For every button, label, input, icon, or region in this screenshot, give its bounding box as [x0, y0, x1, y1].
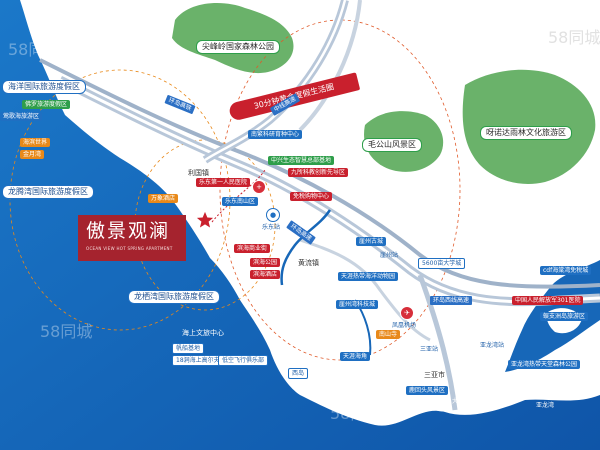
label-nanfan: 南繁科研育种中心 [248, 130, 303, 139]
label-low-flight: 低空飞行俱乐部 [218, 355, 269, 366]
label-sea-golf: 18洞海上高尔夫 [172, 355, 224, 366]
label-jinyuewan: 金月湾 [20, 150, 45, 159]
label-bay-haiyang: 海洋国际旅游度假区 [2, 80, 86, 94]
watermark: 58同城 [8, 40, 61, 59]
label-zhongxing: 中兴生态智慧总部基地 [268, 156, 335, 165]
label-west-hwy: 环岛西线高速 [430, 296, 473, 305]
label-coast-hotel: 滨海酒店 [250, 270, 281, 279]
label-bay-longteng: 龙腾湾国际旅游度假区 [2, 185, 94, 199]
forest-jianfengling [172, 3, 294, 74]
label-coast-park: 滨海公园 [250, 258, 281, 267]
label-yalongwan: 亚龙湾 [536, 402, 555, 409]
label-ledong-hospital: 乐东第一人民医院 [196, 178, 251, 187]
label-liguo: 利国镇 [188, 169, 209, 177]
label-yalongwan-forest: 亚龙湾热带天堂森林公园 [508, 360, 581, 369]
label-foluo: 佛罗旅游度假区 [22, 100, 71, 109]
label-tianyahaijiao: 天涯海角 [340, 352, 371, 361]
label-sanya-city: 三亚市 [424, 371, 445, 379]
brand-name: 傲景观澜 [86, 220, 171, 242]
label-luhuitou: 鹿回头风景区 [406, 386, 449, 395]
label-sailing-base: 帆船基地 [172, 343, 205, 354]
label-fenghuang-airport: 凤凰机场 [392, 322, 417, 329]
star-icon [196, 211, 214, 228]
label-yinggehai: 莺歌海旅游区 [0, 112, 43, 121]
label-ledong-nanshan: 乐东南山区 [222, 197, 259, 206]
label-maogongshan: 毛公山风景区 [362, 138, 422, 152]
label-301-hospital: 中国人民解放军301医院 [512, 296, 584, 305]
label-haibin-world: 海滨世界 [20, 138, 51, 147]
label-jiusuo: 九所科教创新先导区 [288, 168, 349, 177]
label-ledong-station: 乐东站 [262, 224, 281, 231]
label-jianfengling: 尖峰岭国家森林公园 [196, 40, 280, 54]
label-cdf-haitang: cdf海棠湾免税城 [540, 266, 592, 275]
location-pin-icon: ● [266, 208, 280, 222]
label-dutyfree: 免税购物中心 [290, 192, 333, 201]
watermark: 58同城 [548, 28, 600, 47]
label-xidao: 西岛 [288, 368, 309, 379]
label-wanxiang-hotel: 万象酒店 [148, 194, 179, 203]
label-university-city: 5600亩大学城 [418, 258, 466, 269]
label-sanya-station: 三亚站 [420, 346, 439, 353]
watermark: 58同城 [40, 322, 93, 341]
label-huangliu: 黄流镇 [298, 259, 319, 267]
label-tianya-zoo: 天涯热带海洋动物园 [338, 272, 399, 281]
label-bay-longqi: 龙栖湾国际旅游度假区 [128, 290, 220, 304]
brand-label: 傲景观澜 OCEAN VIEW HOT SPRING APARTMENT [78, 215, 186, 261]
label-yazhou-ancient: 崖州古城 [356, 237, 387, 246]
label-sea-culture-center: 海上文旅中心 [182, 329, 224, 337]
label-yazhou-station: 崖州站 [380, 252, 399, 259]
label-yalongwan-station: 亚龙湾站 [480, 342, 505, 349]
label-wuzhizhou: 蜈支洲岛旅游区 [540, 312, 589, 321]
brand-english: OCEAN VIEW HOT SPRING APARTMENT [86, 246, 173, 251]
watermark: 58同城 [330, 404, 383, 423]
label-coast-street: 滨海商业街 [234, 244, 271, 253]
label-yanuoda: 呀诺达雨林文化旅游区 [480, 126, 572, 140]
label-nanshan-temple: 南山寺 [376, 330, 401, 339]
airport-icon: ✈ [400, 306, 414, 320]
highway-rail [39, 58, 600, 289]
label-yazhouwan-tech: 崖州湾科技城 [336, 300, 379, 309]
label-dadonghai: 大东海 [452, 398, 471, 405]
hospital-cross-icon: + [252, 180, 266, 194]
